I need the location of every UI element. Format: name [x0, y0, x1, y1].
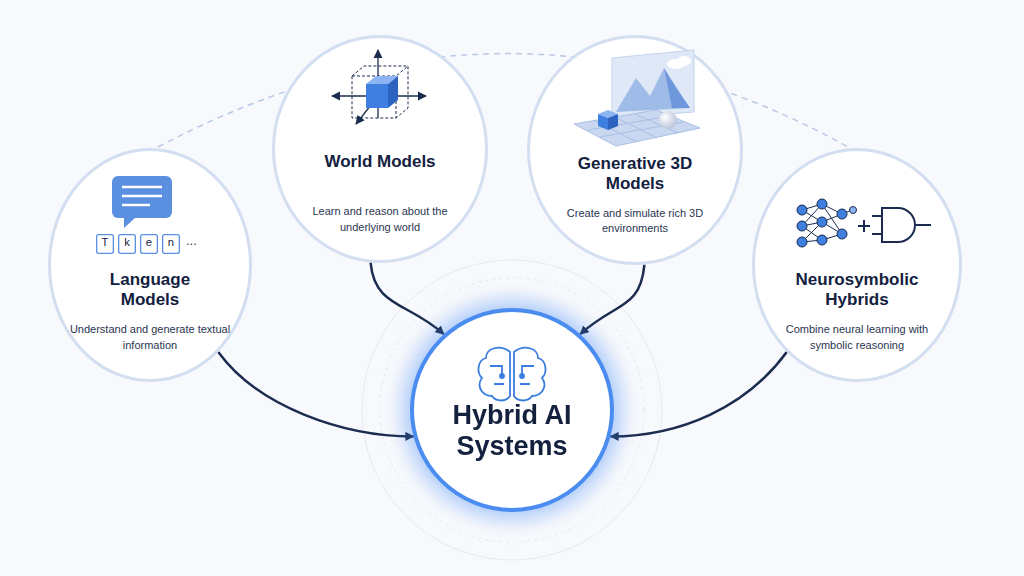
glow	[390, 288, 634, 532]
concept-circle: Hybrid AI Systems	[410, 308, 614, 512]
flow-arrow	[611, 352, 787, 436]
hub-title: Hybrid AI Systems	[427, 400, 597, 462]
token-letter: n	[162, 236, 180, 250]
token-box: e	[140, 234, 158, 254]
token-letter: k	[118, 236, 136, 250]
concept-circle: Generative 3D ModelsCreate and simulate …	[527, 35, 743, 265]
concept-circle: Language ModelsUnderstand and generate t…	[48, 148, 252, 382]
node-title: Language Models	[85, 270, 215, 311]
concept-circle: World ModelsLearn and reason about the u…	[272, 35, 488, 263]
node-title: World Models	[320, 152, 440, 172]
flow-arrow	[371, 263, 444, 335]
flow-arrow	[580, 265, 644, 335]
flow-arrow	[218, 352, 413, 436]
scene-icon	[574, 50, 700, 146]
concept-circle: Neurosymbolic HybridsCombine neural lear…	[752, 148, 962, 382]
brain-icon	[479, 348, 546, 401]
glow-ring	[362, 260, 662, 560]
cube-icon	[332, 50, 426, 124]
token-letter: T	[96, 236, 114, 250]
node-description: Learn and reason about the underlying wo…	[295, 204, 465, 236]
node-description: Combine neural learning with symbolic re…	[772, 322, 942, 354]
token-box: n	[162, 234, 180, 254]
node-description: Understand and generate textual informat…	[65, 322, 235, 354]
token-box: T	[96, 234, 114, 254]
token-box: k	[118, 234, 136, 254]
node-title: Neurosymbolic Hybrids	[782, 270, 932, 311]
token-letter: e	[140, 236, 158, 250]
chat-icon	[112, 176, 172, 228]
dashed-arc	[158, 54, 848, 148]
node-title: Generative 3D Models	[575, 154, 695, 195]
node-description: Create and simulate rich 3D environments	[550, 206, 720, 238]
ellipsis-label: ...	[186, 233, 197, 248]
neurosymbolic-icon	[797, 199, 931, 247]
